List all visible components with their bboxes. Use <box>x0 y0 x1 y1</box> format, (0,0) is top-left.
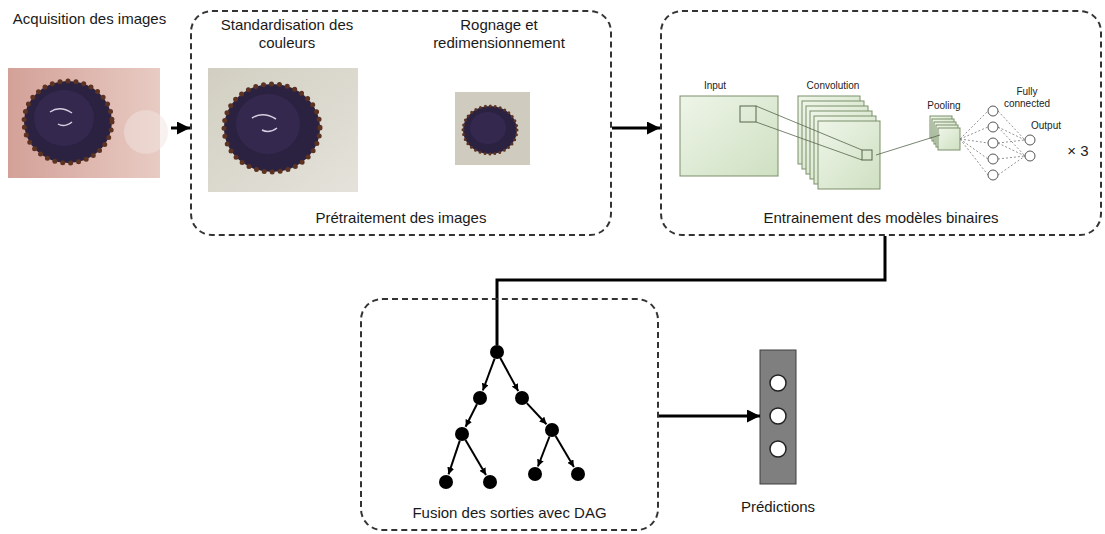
dag-tree <box>556 436 574 467</box>
dag-tree <box>571 467 585 481</box>
dag-tree <box>527 403 547 424</box>
flow-connector <box>497 236 885 298</box>
dag-tree <box>473 391 487 405</box>
prediction-vector <box>760 350 796 484</box>
cropped-lesion-image <box>470 112 506 144</box>
standardised-lesion-image <box>208 68 358 192</box>
output-label: Prédictions <box>741 498 815 516</box>
standardised-lesion-image <box>252 115 277 132</box>
dag-tree <box>439 298 585 489</box>
original-lesion-image <box>124 110 168 154</box>
cnn-illustration <box>1025 135 1035 145</box>
flow-connector <box>612 127 660 130</box>
cropped-lesion-image <box>463 106 517 154</box>
cnn-illustration <box>960 139 988 175</box>
cnn-illustration <box>960 127 988 139</box>
cnn-illustration <box>998 143 1025 156</box>
layer-label: Convolution <box>798 80 868 92</box>
multiplier-label: × 3 <box>1058 142 1098 159</box>
dag-tree <box>483 475 497 489</box>
cnn-illustration <box>938 128 960 150</box>
dag-tree <box>545 423 559 437</box>
standardised-lesion-image <box>236 94 300 154</box>
cnn-illustration <box>988 106 1035 180</box>
dag-tree <box>483 359 495 391</box>
cnn-illustration <box>998 140 1025 143</box>
layer-label: Fully connected <box>1000 86 1054 110</box>
layer-label: Input <box>695 80 735 92</box>
process-step: Rognage et redimensionnement <box>420 14 578 169</box>
dag-tree <box>466 404 477 427</box>
original-lesion-image <box>50 109 72 126</box>
dag-tree <box>439 475 453 489</box>
prediction-vector <box>770 408 786 424</box>
node-title: Standardisation des couleurs <box>205 14 369 52</box>
prediction-vector <box>770 375 786 391</box>
dag-tree <box>449 358 574 475</box>
cnn-illustration <box>680 96 778 176</box>
prediction-vector <box>770 441 786 457</box>
prediction-vector <box>760 350 796 484</box>
cnn-illustration <box>960 111 988 139</box>
node-title: Fusion des sorties avec DAG <box>362 504 657 522</box>
cnn-illustration <box>960 111 1025 175</box>
cnn-illustration <box>680 96 1035 189</box>
process-stage: Prétraitement des images Standardisation … <box>190 10 612 236</box>
cropped-lesion-image <box>455 92 530 165</box>
cnn-illustration <box>998 111 1025 140</box>
standardised-lesion-image <box>208 68 358 192</box>
layer-label: Output <box>1026 120 1066 132</box>
dag-tree <box>466 440 487 475</box>
cnn-illustration <box>998 127 1025 140</box>
flow-connector <box>171 127 190 130</box>
layer-label: Pooling <box>922 100 966 112</box>
cnn-illustration <box>756 122 862 160</box>
original-lesion-image <box>24 81 112 163</box>
output-vector: Prédictions <box>760 350 796 484</box>
process-stage: Fusion des sorties avec DAG <box>360 298 659 531</box>
cropped-lesion-image <box>463 106 517 154</box>
cnn-illustration <box>960 139 988 159</box>
original-lesion-image <box>34 90 94 146</box>
node-title: Prétraitement des images <box>192 209 610 227</box>
dag-tree <box>449 441 460 475</box>
cnn-illustration <box>988 106 998 116</box>
dag-tree <box>500 358 518 391</box>
cnn-illustration <box>988 170 998 180</box>
node-title: Rognage et redimensionnement <box>420 14 578 52</box>
cnn-illustration <box>998 156 1025 175</box>
standardised-lesion-image <box>224 84 320 172</box>
node-title: Entrainement des modèles binaires <box>662 209 1100 227</box>
cnn-illustration <box>988 154 998 164</box>
cnn-illustration <box>988 138 998 148</box>
dag-tree <box>528 467 542 481</box>
dag-tree <box>515 391 529 405</box>
cropped-lesion-image <box>455 92 530 165</box>
node-title: Acquisition des images <box>8 8 171 28</box>
process-step: Standardisation des couleurs <box>205 14 369 194</box>
dag-tree <box>490 345 504 359</box>
original-lesion-image <box>8 68 168 178</box>
cnn-illustration <box>862 150 872 160</box>
original-lesion-image <box>24 81 112 163</box>
dag-tree <box>439 345 585 489</box>
flow-connector <box>659 415 760 418</box>
standardised-lesion-image <box>224 84 320 172</box>
cnn-illustration <box>740 106 756 122</box>
dag-tree <box>496 298 499 345</box>
cnn-illustration <box>988 122 998 132</box>
cnn-illustration <box>876 135 940 155</box>
cnn-illustration <box>1025 151 1035 161</box>
dag-tree <box>538 437 550 467</box>
image-source: Acquisition des images <box>8 8 171 180</box>
dag-tree <box>455 427 469 441</box>
cnn-illustration <box>998 127 1025 156</box>
